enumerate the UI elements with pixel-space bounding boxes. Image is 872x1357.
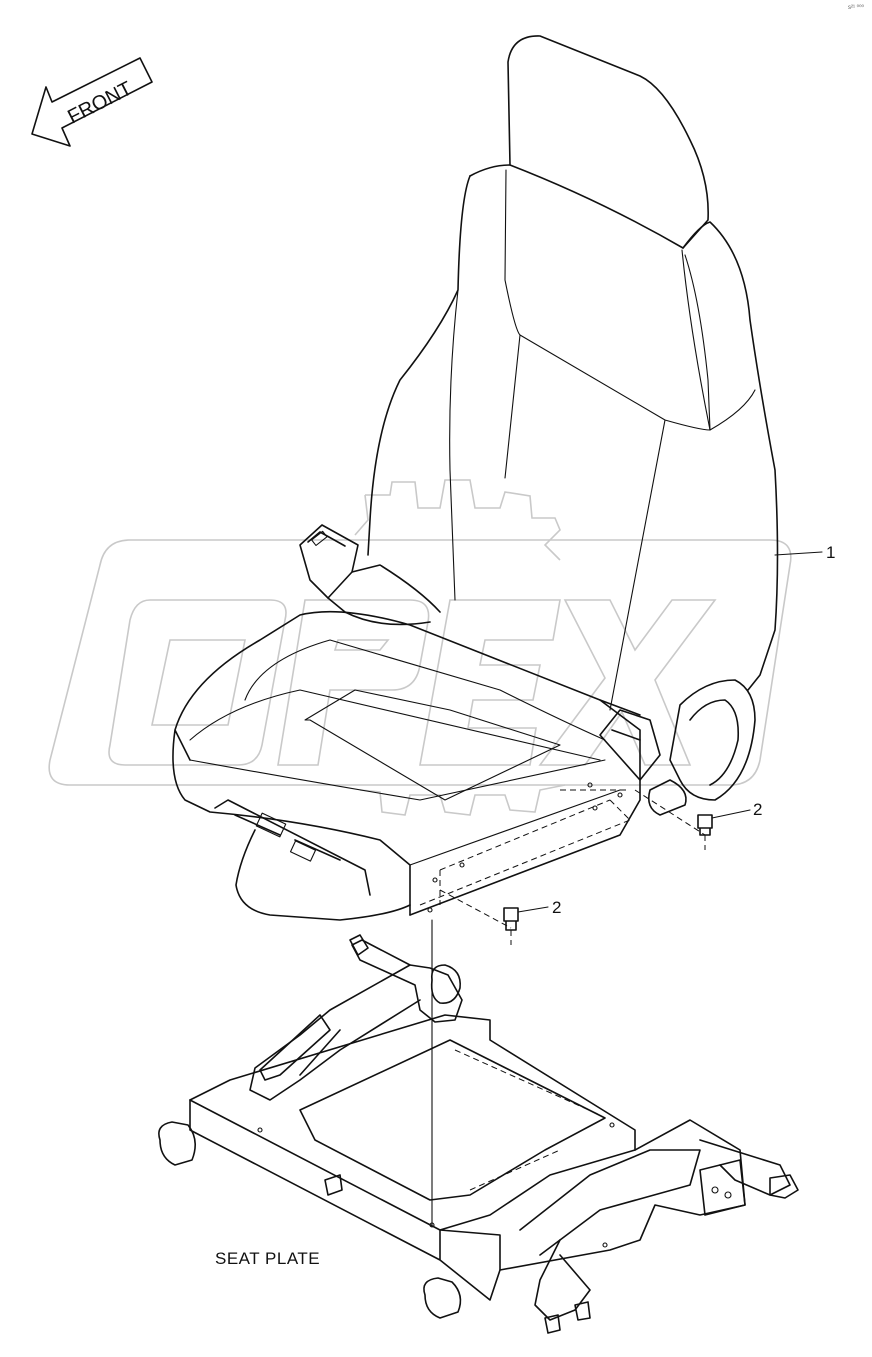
bolt-lower-path bbox=[439, 889, 512, 929]
bolt-lower-head bbox=[503, 907, 519, 931]
upper-pivot bbox=[430, 964, 462, 1005]
cushion-top-panel bbox=[189, 639, 606, 801]
cushion-front-panel bbox=[189, 759, 621, 866]
seat-cushion bbox=[172, 610, 641, 916]
callout-2a: 2 bbox=[711, 800, 762, 819]
frame-hole-3 bbox=[257, 1127, 263, 1133]
bolt-right-part bbox=[634, 789, 713, 850]
backrest-bolster bbox=[449, 249, 711, 601]
nut-right bbox=[769, 1174, 799, 1199]
bracket-hole-1 bbox=[711, 1186, 719, 1194]
callout-2a-label: 2 bbox=[753, 800, 762, 819]
knob-bottom bbox=[423, 1277, 462, 1319]
callout-1: 1 bbox=[774, 543, 835, 562]
seat-backrest bbox=[367, 35, 779, 711]
recline-pin bbox=[647, 779, 687, 816]
mount-holes bbox=[427, 782, 623, 913]
lower-link bbox=[534, 1239, 591, 1321]
watermark bbox=[48, 479, 792, 816]
buckle-body bbox=[599, 709, 661, 781]
corner-code: s²¹ ⁰⁰⁰ bbox=[848, 4, 864, 11]
belt-right bbox=[599, 679, 756, 816]
backrest-outline bbox=[469, 164, 779, 691]
mount-rail-hidden bbox=[419, 789, 631, 906]
belt-tongue bbox=[299, 524, 359, 599]
bolt-right-head bbox=[697, 814, 713, 836]
frame-hole-2 bbox=[602, 1242, 608, 1248]
front-direction-arrow: FRONT bbox=[31, 57, 153, 147]
frame-front bbox=[189, 1099, 501, 1301]
watermark-letter-e bbox=[419, 599, 561, 766]
callout-2a-leader bbox=[711, 809, 751, 819]
knob-left bbox=[158, 1121, 196, 1166]
slide-lever-bar bbox=[235, 829, 411, 921]
nut-top-left bbox=[349, 934, 369, 956]
bolt-right-path bbox=[634, 789, 706, 836]
belt-slot bbox=[311, 530, 328, 547]
recline-knob bbox=[669, 679, 756, 801]
callout-1-leader bbox=[774, 551, 823, 556]
right-shaft bbox=[699, 1139, 791, 1196]
upper-shaft-left bbox=[351, 939, 463, 1023]
stud-bottom bbox=[544, 1301, 591, 1334]
frame-hidden-edge bbox=[454, 1049, 601, 1191]
backrest-panel bbox=[504, 169, 756, 711]
damper-arm bbox=[259, 1014, 341, 1081]
seat-plate-label: SEAT PLATE bbox=[215, 1249, 320, 1268]
watermark-letter-o bbox=[108, 599, 287, 766]
callout-2b: 2 bbox=[517, 898, 561, 917]
clip bbox=[324, 1174, 343, 1196]
lower-arm-right bbox=[519, 1149, 701, 1256]
slide-bracket bbox=[214, 799, 371, 896]
bracket-right bbox=[699, 1159, 746, 1216]
bracket-hole-2 bbox=[724, 1191, 732, 1199]
cushion-outline bbox=[172, 610, 641, 916]
frame-top bbox=[189, 1014, 636, 1231]
suspension-frame bbox=[158, 934, 799, 1334]
frame-inner bbox=[299, 1039, 606, 1201]
watermark-gear bbox=[354, 479, 566, 816]
headrest bbox=[507, 35, 709, 249]
front-arrow-outline bbox=[31, 57, 153, 147]
backrest-left-edge bbox=[367, 175, 471, 556]
slide-lever bbox=[214, 799, 411, 921]
bolt-lower-part bbox=[439, 889, 519, 945]
front-arrow-label: FRONT bbox=[64, 78, 135, 129]
watermark-letter-p bbox=[277, 599, 430, 766]
frame-hole-1 bbox=[609, 1122, 615, 1128]
callout-2b-label: 2 bbox=[552, 898, 561, 917]
watermark-letter-x bbox=[538, 599, 717, 766]
watermark-band bbox=[48, 539, 792, 786]
callout-2b-leader bbox=[517, 906, 549, 913]
slide-block-2 bbox=[289, 840, 317, 862]
cushion-side bbox=[409, 699, 641, 916]
slide-block bbox=[255, 812, 287, 838]
belt-strap bbox=[327, 564, 441, 626]
upper-arm-left bbox=[249, 964, 421, 1101]
frame-right bbox=[499, 1119, 746, 1271]
callout-1-label: 1 bbox=[826, 543, 835, 562]
